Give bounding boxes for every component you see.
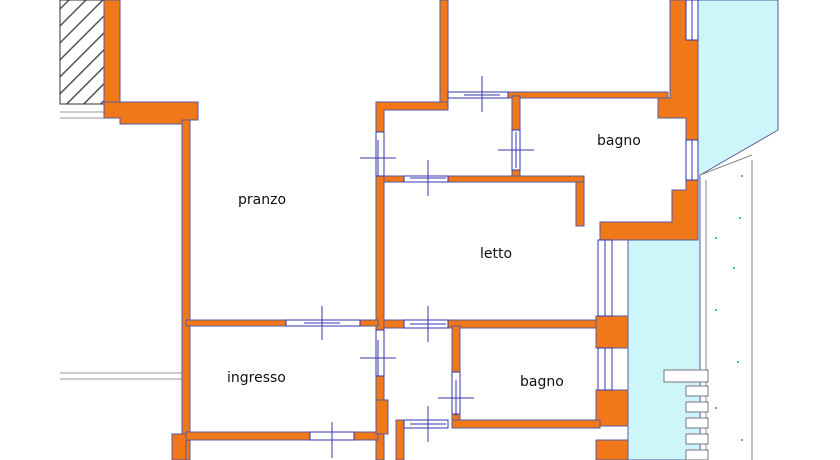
room-label-bagno: bagno — [597, 133, 641, 149]
room-label-letto: letto — [480, 246, 512, 262]
planter-dots — [715, 175, 743, 441]
room-label-ingresso: ingresso — [227, 370, 286, 386]
room-label-bagno-2: bagno — [520, 374, 564, 390]
balcony-railing — [663, 369, 709, 460]
room-label-pranzo: pranzo — [238, 192, 286, 208]
hatched-pillar — [59, 0, 105, 105]
walls — [103, 0, 699, 460]
door-markers — [304, 76, 534, 458]
exterior-lines — [60, 111, 185, 380]
